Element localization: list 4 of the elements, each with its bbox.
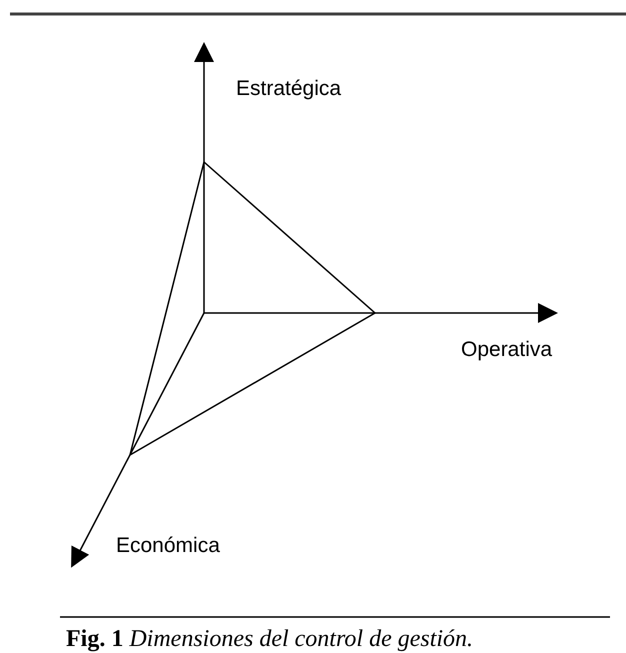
axis-label: Económica xyxy=(116,534,220,558)
axis-label: Operativa xyxy=(461,338,552,362)
axis-label: Estratégica xyxy=(236,77,342,101)
figure-caption: Fig. 1 Dimensiones del control de gestión. xyxy=(66,626,474,652)
